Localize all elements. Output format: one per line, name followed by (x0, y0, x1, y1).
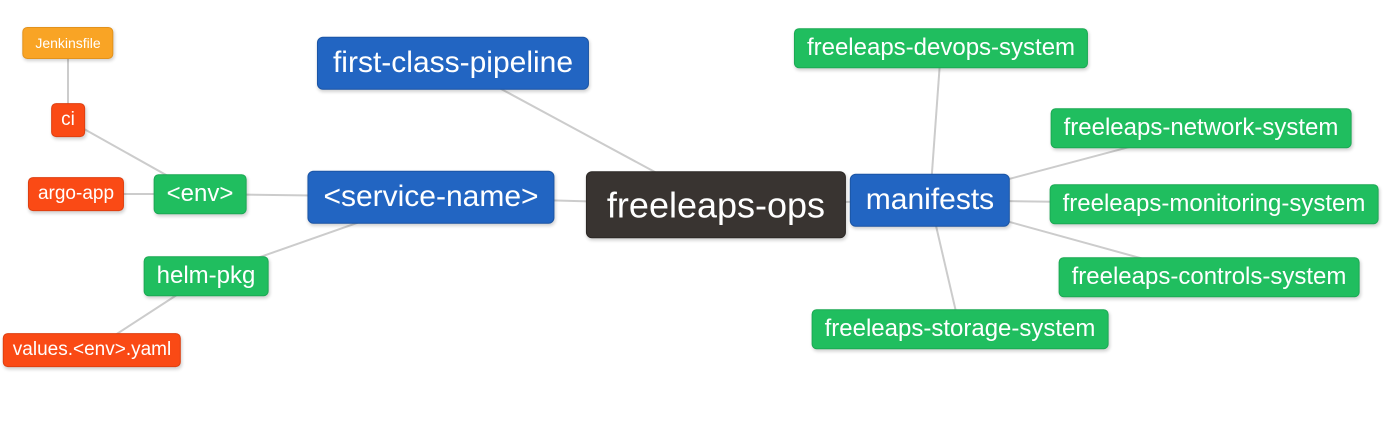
node-freeleaps-ops[interactable]: freeleaps-ops (585, 171, 847, 239)
node-values-env-yaml[interactable]: values.<env>.yaml (2, 333, 182, 367)
node-freeleaps-storage-system[interactable]: freeleaps-storage-system (811, 309, 1109, 349)
node-freeleaps-controls-system[interactable]: freeleaps-controls-system (1058, 257, 1360, 297)
node-argo-app[interactable]: argo-app (27, 177, 125, 211)
node-ci[interactable]: ci (51, 103, 85, 137)
node-first-class-pipeline[interactable]: first-class-pipeline (316, 36, 590, 90)
node-freeleaps-network-system[interactable]: freeleaps-network-system (1050, 108, 1352, 148)
node-env[interactable]: <env> (153, 174, 247, 214)
node-freeleaps-devops-system[interactable]: freeleaps-devops-system (793, 28, 1089, 68)
node-manifests[interactable]: manifests (849, 173, 1011, 227)
node-helm-pkg[interactable]: helm-pkg (143, 256, 269, 296)
node-service-name[interactable]: <service-name> (307, 170, 555, 224)
node-freeleaps-monitoring-system[interactable]: freeleaps-monitoring-system (1049, 184, 1379, 224)
node-jenkinsfile[interactable]: Jenkinsfile (22, 26, 114, 60)
